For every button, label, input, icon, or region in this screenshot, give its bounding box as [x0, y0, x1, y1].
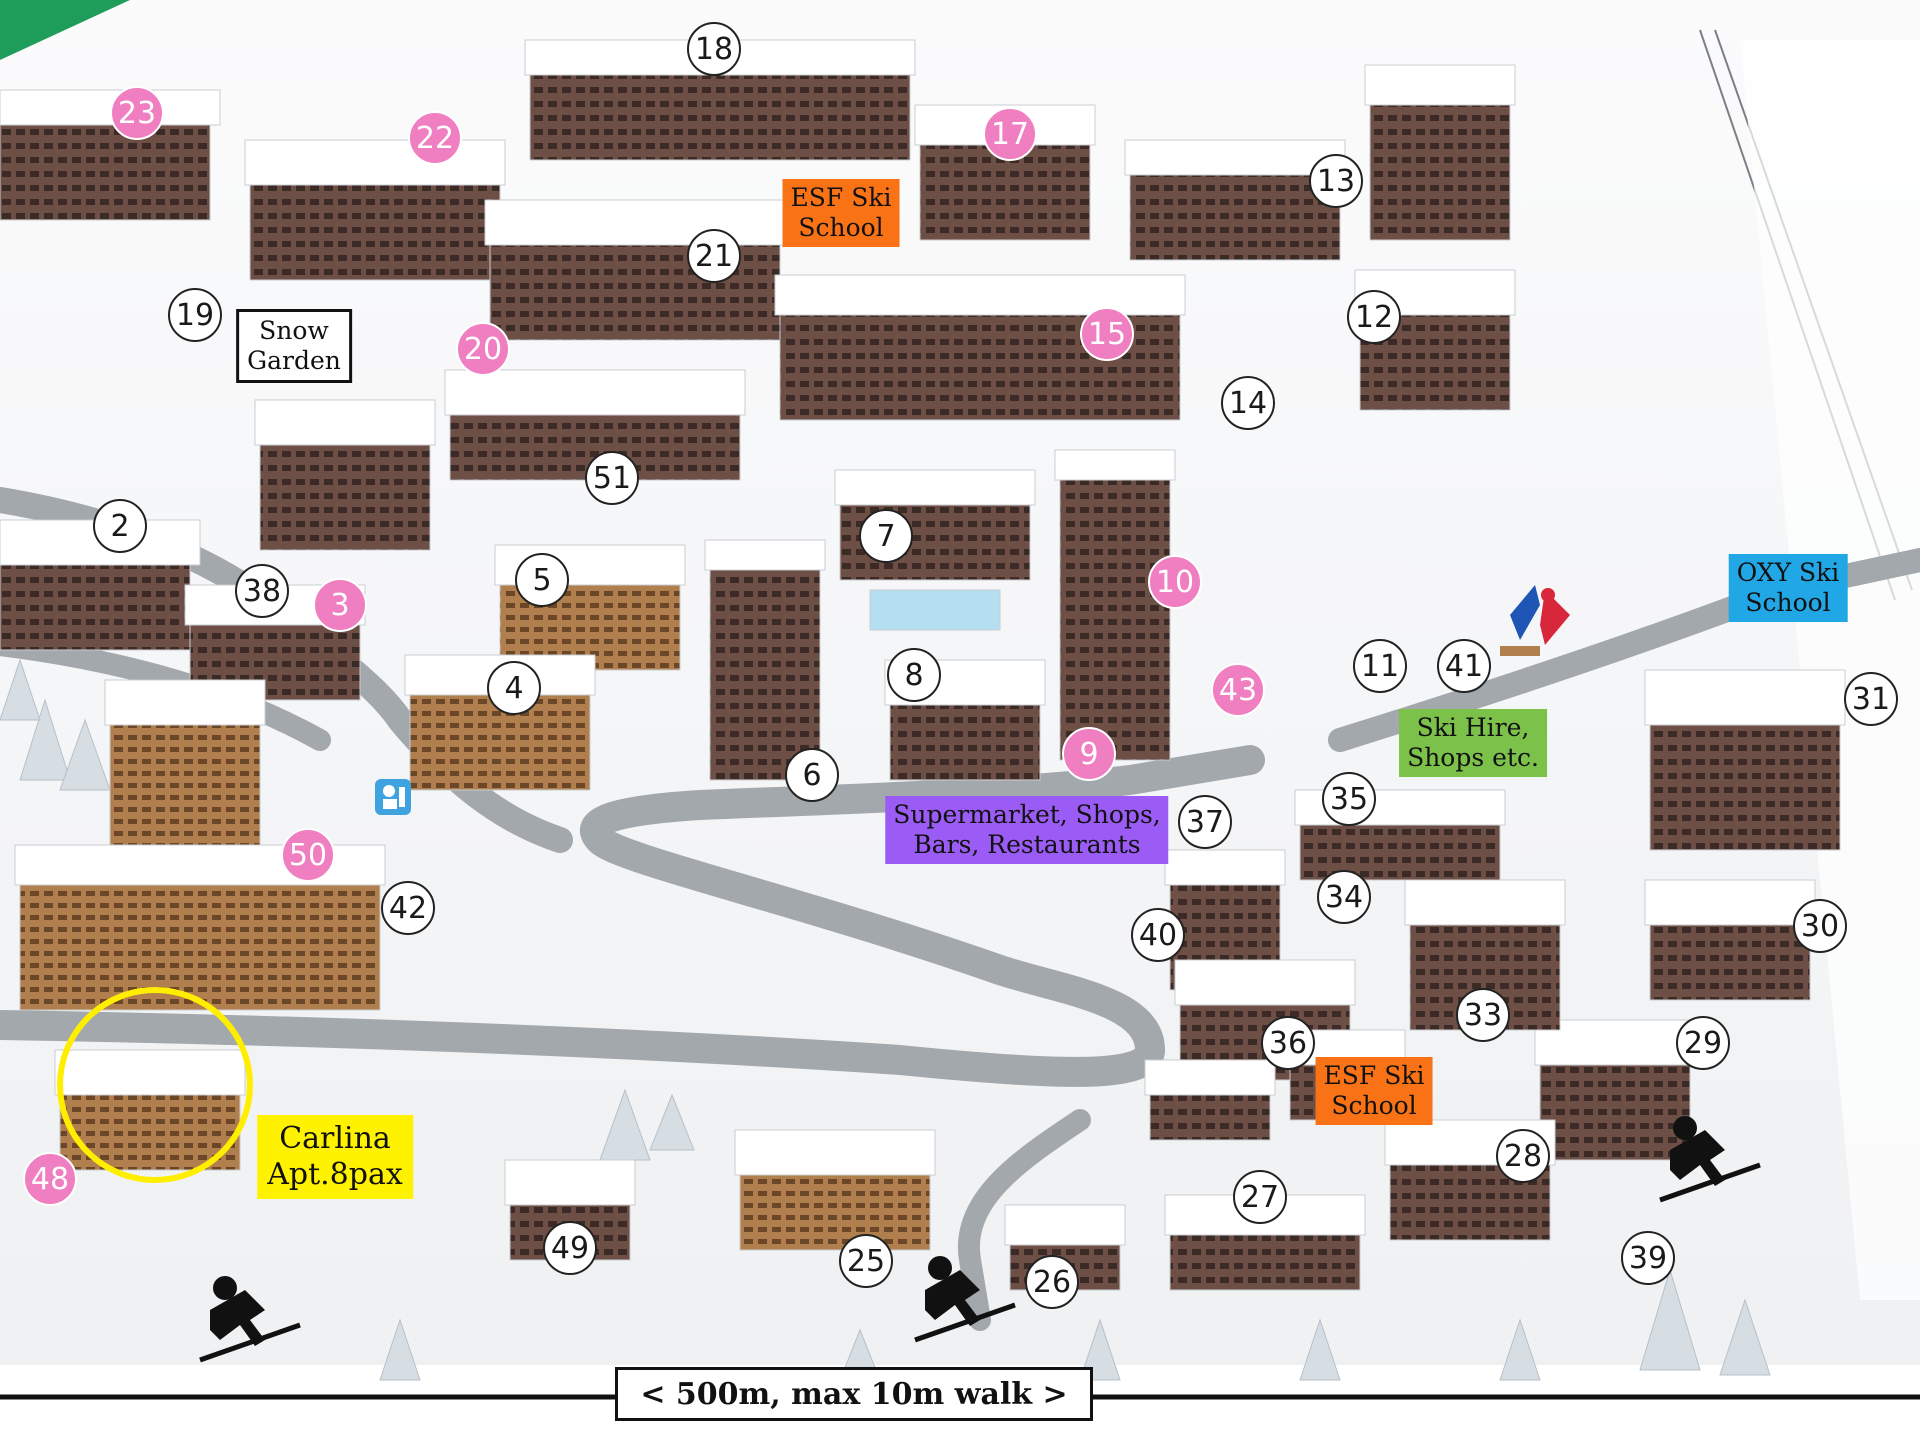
label-line: School	[1745, 588, 1831, 617]
building-marker-13[interactable]: 13	[1309, 154, 1363, 208]
building-marker-10[interactable]: 10	[1148, 555, 1202, 609]
building-marker-17[interactable]: 17	[983, 107, 1037, 161]
building-marker-12[interactable]: 12	[1347, 290, 1401, 344]
building-marker-8[interactable]: 8	[887, 648, 941, 702]
label-line: ESF Ski	[1323, 1061, 1425, 1090]
label-line: Bars, Restaurants	[913, 830, 1141, 859]
label-line: Ski Hire,	[1416, 713, 1530, 742]
building-marker-7[interactable]: 7	[859, 509, 913, 563]
buildings	[0, 39, 1846, 1291]
building-marker-40[interactable]: 40	[1131, 908, 1185, 962]
green-corner	[0, 0, 130, 60]
building-marker-36[interactable]: 36	[1261, 1016, 1315, 1070]
building-marker-23[interactable]: 23	[110, 86, 164, 140]
skier-icon	[1659, 1116, 1761, 1203]
building-marker-35[interactable]: 35	[1322, 772, 1376, 826]
building-marker-26[interactable]: 26	[1025, 1255, 1079, 1309]
label-line: School	[1331, 1091, 1417, 1120]
building-marker-29[interactable]: 29	[1676, 1016, 1730, 1070]
trees	[0, 658, 1771, 1381]
building-marker-50[interactable]: 50	[281, 828, 335, 882]
building-marker-9[interactable]: 9	[1062, 727, 1116, 781]
building-marker-31[interactable]: 31	[1844, 672, 1898, 726]
highlight-ring-icon	[57, 987, 253, 1183]
building-marker-22[interactable]: 22	[408, 111, 462, 165]
building-marker-51[interactable]: 51	[585, 451, 639, 505]
label-line: Supermarket, Shops,	[893, 800, 1161, 829]
building-marker-43[interactable]: 43	[1211, 663, 1265, 717]
supermarket-label[interactable]: Supermarket, Shops, Bars, Restaurants	[885, 796, 1169, 864]
building-marker-28[interactable]: 28	[1496, 1129, 1550, 1183]
building-marker-19[interactable]: 19	[168, 288, 222, 342]
snow-garden-label[interactable]: Snow Garden	[236, 309, 352, 383]
building-marker-18[interactable]: 18	[687, 22, 741, 76]
building-marker-4[interactable]: 4	[487, 661, 541, 715]
label-line: Apt.8pax	[267, 1157, 403, 1192]
building-marker-11[interactable]: 11	[1353, 639, 1407, 693]
skier-icon	[914, 1256, 1016, 1343]
building-marker-34[interactable]: 34	[1317, 870, 1371, 924]
building-marker-42[interactable]: 42	[381, 881, 435, 935]
building-marker-39[interactable]: 39	[1621, 1231, 1675, 1285]
info-point-icon	[375, 779, 411, 815]
building-marker-33[interactable]: 33	[1456, 988, 1510, 1042]
building-marker-37[interactable]: 37	[1178, 795, 1232, 849]
building-marker-15[interactable]: 15	[1080, 307, 1134, 361]
scale-bar-label: < 500m, max 10m walk >	[615, 1367, 1093, 1421]
ski-hire-label[interactable]: Ski Hire, Shops etc.	[1399, 709, 1547, 777]
building-marker-20[interactable]: 20	[456, 322, 510, 376]
building-marker-27[interactable]: 27	[1233, 1170, 1287, 1224]
label-line: Garden	[247, 346, 341, 375]
esf-logo-icon	[1500, 585, 1570, 656]
building-marker-2[interactable]: 2	[93, 499, 147, 553]
label-line: School	[798, 213, 884, 242]
building-marker-41[interactable]: 41	[1437, 639, 1491, 693]
building-marker-6[interactable]: 6	[785, 748, 839, 802]
esf-ski-school-label-bottom[interactable]: ESF Ski School	[1315, 1057, 1433, 1125]
building-marker-5[interactable]: 5	[515, 553, 569, 607]
esf-ski-school-label-top[interactable]: ESF Ski School	[782, 179, 900, 247]
label-line: Carlina	[279, 1121, 391, 1156]
carlina-apartment-label[interactable]: Carlina Apt.8pax	[257, 1115, 413, 1199]
label-line: Snow	[259, 316, 329, 345]
label-line: OXY Ski	[1736, 558, 1840, 587]
skier-icon	[199, 1276, 301, 1363]
label-line: Shops etc.	[1407, 743, 1539, 772]
building-marker-21[interactable]: 21	[687, 229, 741, 283]
building-marker-25[interactable]: 25	[839, 1234, 893, 1288]
building-marker-49[interactable]: 49	[543, 1221, 597, 1275]
label-line: ESF Ski	[790, 183, 892, 212]
building-marker-30[interactable]: 30	[1793, 899, 1847, 953]
building-marker-3[interactable]: 3	[313, 578, 367, 632]
building-marker-48[interactable]: 48	[23, 1152, 77, 1206]
building-marker-38[interactable]: 38	[235, 564, 289, 618]
building-marker-14[interactable]: 14	[1221, 376, 1275, 430]
oxy-ski-school-label[interactable]: OXY Ski School	[1728, 554, 1848, 622]
